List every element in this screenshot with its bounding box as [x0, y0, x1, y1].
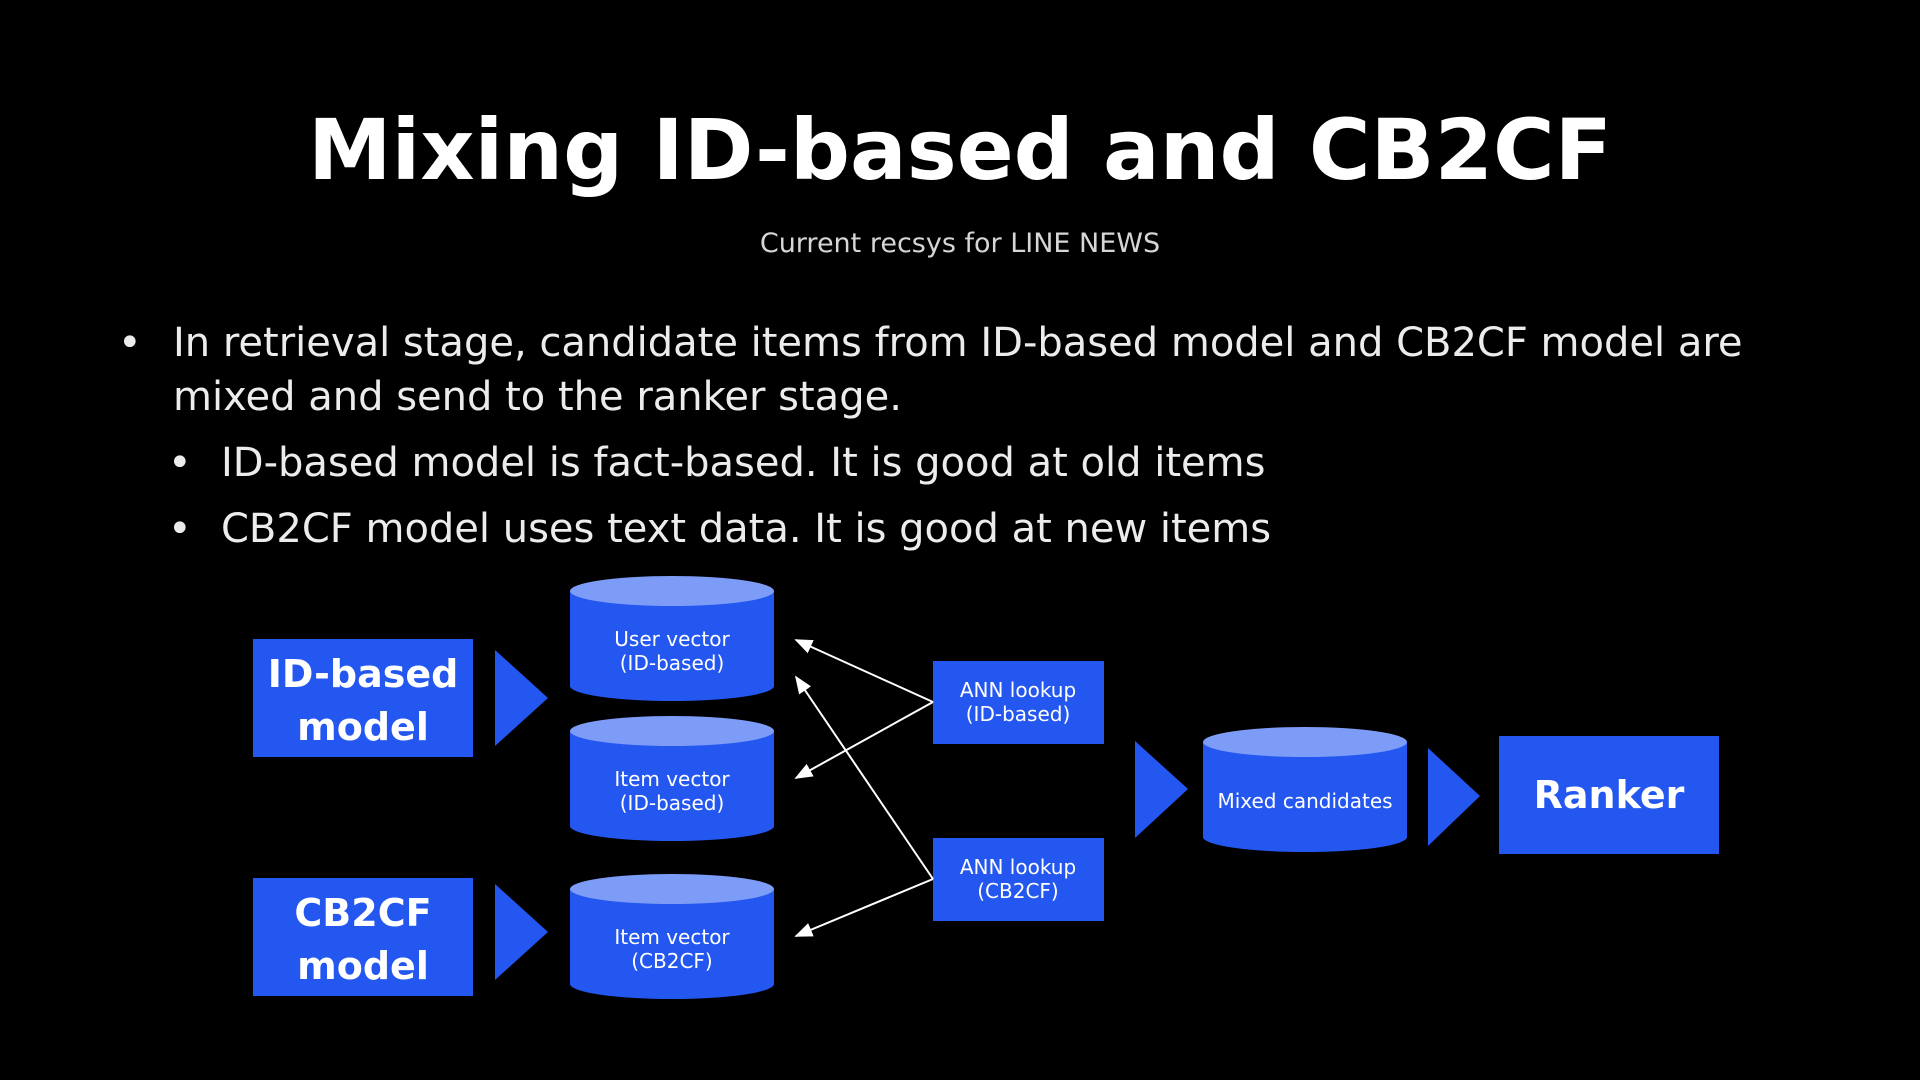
chevron-right-icon	[495, 884, 548, 980]
cylinder-mixed-candidates: Mixed candidates	[1203, 727, 1407, 852]
bullet-dot-icon: •	[168, 506, 192, 552]
connector-arrows	[794, 639, 934, 937]
id-based-model-label-2: model	[297, 705, 429, 749]
id-based-model-box: ID-based model	[253, 639, 473, 757]
ann-lookup-cb2cf-label-2: (CB2CF)	[977, 879, 1058, 903]
slide-subtitle: Current recsys for LINE NEWS	[759, 228, 1161, 259]
item-vector-id-label-2: (ID-based)	[620, 791, 725, 815]
slide-title: Mixing ID-based and CB2CF	[307, 101, 1613, 199]
arrow-ann-cb2cf-to-user-vector	[794, 675, 934, 880]
cb2cf-model-box: CB2CF model	[253, 878, 473, 996]
ranker-box: Ranker	[1499, 736, 1719, 854]
bullet-main-text: In retrieval stage, candidate items from…	[173, 320, 1743, 420]
bullet-list: • In retrieval stage, candidate items fr…	[118, 316, 1838, 556]
cylinder-item-vector-id: Item vector (ID-based)	[570, 716, 774, 841]
id-based-model-label-1: ID-based	[268, 652, 459, 696]
ann-lookup-id-box: ANN lookup (ID-based)	[933, 661, 1104, 744]
cylinder-item-vector-cb2cf: Item vector (CB2CF)	[570, 874, 774, 999]
ann-lookup-cb2cf-label-1: ANN lookup	[960, 855, 1076, 879]
bullet-dot-icon: •	[168, 440, 192, 486]
cb2cf-model-label-1: CB2CF	[294, 891, 431, 935]
bullet-main: • In retrieval stage, candidate items fr…	[118, 316, 1838, 424]
ann-lookup-cb2cf-box: ANN lookup (CB2CF)	[933, 838, 1104, 921]
chevron-right-icon	[1135, 741, 1188, 838]
item-vector-cb2cf-label-2: (CB2CF)	[631, 949, 712, 973]
bullet-sub-1: • ID-based model is fact-based. It is go…	[118, 436, 1838, 490]
arrow-ann-id-to-item-vector-id	[794, 701, 934, 779]
arrow-ann-id-to-user-vector	[794, 639, 934, 703]
ann-lookup-id-label-2: (ID-based)	[966, 702, 1071, 726]
item-vector-id-label-1: Item vector	[614, 767, 730, 791]
ann-lookup-id-label-1: ANN lookup	[960, 678, 1076, 702]
bullet-sub-1-text: ID-based model is fact-based. It is good…	[221, 440, 1266, 486]
user-vector-label-2: (ID-based)	[620, 651, 725, 675]
bullet-sub-2-text: CB2CF model uses text data. It is good a…	[221, 506, 1272, 552]
user-vector-label-1: User vector	[614, 627, 730, 651]
bullet-sub-2: • CB2CF model uses text data. It is good…	[118, 502, 1838, 556]
item-vector-cb2cf-label-1: Item vector	[614, 925, 730, 949]
cb2cf-model-label-2: model	[297, 944, 429, 988]
chevron-right-icon	[495, 650, 548, 746]
chevron-right-icon	[1428, 748, 1480, 846]
mixed-candidates-label: Mixed candidates	[1217, 789, 1392, 813]
arrow-ann-cb2cf-to-item-vector-cb2cf	[794, 878, 934, 937]
cylinder-user-vector-id: User vector (ID-based)	[570, 576, 774, 701]
bullet-dot-icon: •	[118, 320, 142, 366]
ranker-label: Ranker	[1534, 773, 1685, 817]
